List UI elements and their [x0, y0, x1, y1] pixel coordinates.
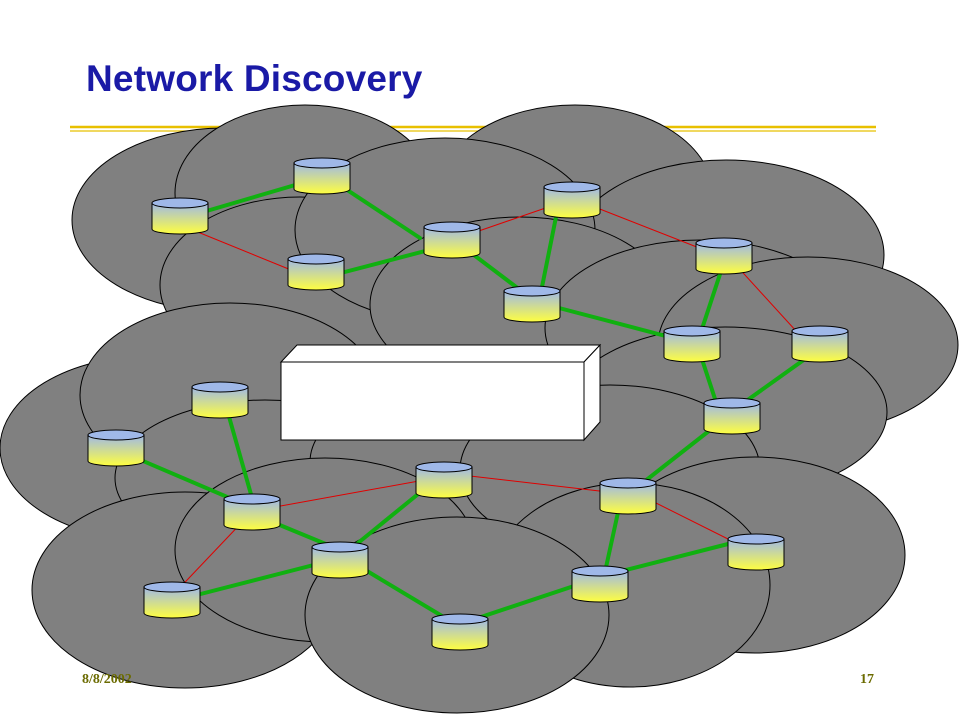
router-cylinder-icon [703, 397, 761, 435]
router-cylinder-icon [543, 181, 601, 219]
router-cylinder-icon [599, 477, 657, 515]
router-cylinder-icon [791, 325, 849, 363]
slide-title: Network Discovery [86, 58, 423, 99]
router-cylinder-icon [311, 541, 369, 579]
router-cylinder-icon [287, 253, 345, 291]
router-cylinder-icon [223, 493, 281, 531]
router-cylinder-icon [87, 429, 145, 467]
router-cylinder-icon [143, 581, 201, 619]
router-cylinder-icon [151, 197, 209, 235]
footer-date: 8/8/2002 [82, 672, 132, 687]
router-cylinder-icon [191, 381, 249, 419]
box-3d [279, 343, 602, 442]
router-cylinder-icon [293, 157, 351, 195]
router-cylinder-icon [571, 565, 629, 603]
footer-page-number: 17 [860, 672, 874, 687]
router-cylinder-icon [503, 285, 561, 323]
router-cylinder-icon [415, 461, 473, 499]
routers [87, 157, 849, 651]
router-cylinder-icon [423, 221, 481, 259]
router-cylinder-icon [431, 613, 489, 651]
router-cylinder-icon [695, 237, 753, 275]
router-cylinder-icon [663, 325, 721, 363]
router-cylinder-icon [727, 533, 785, 571]
